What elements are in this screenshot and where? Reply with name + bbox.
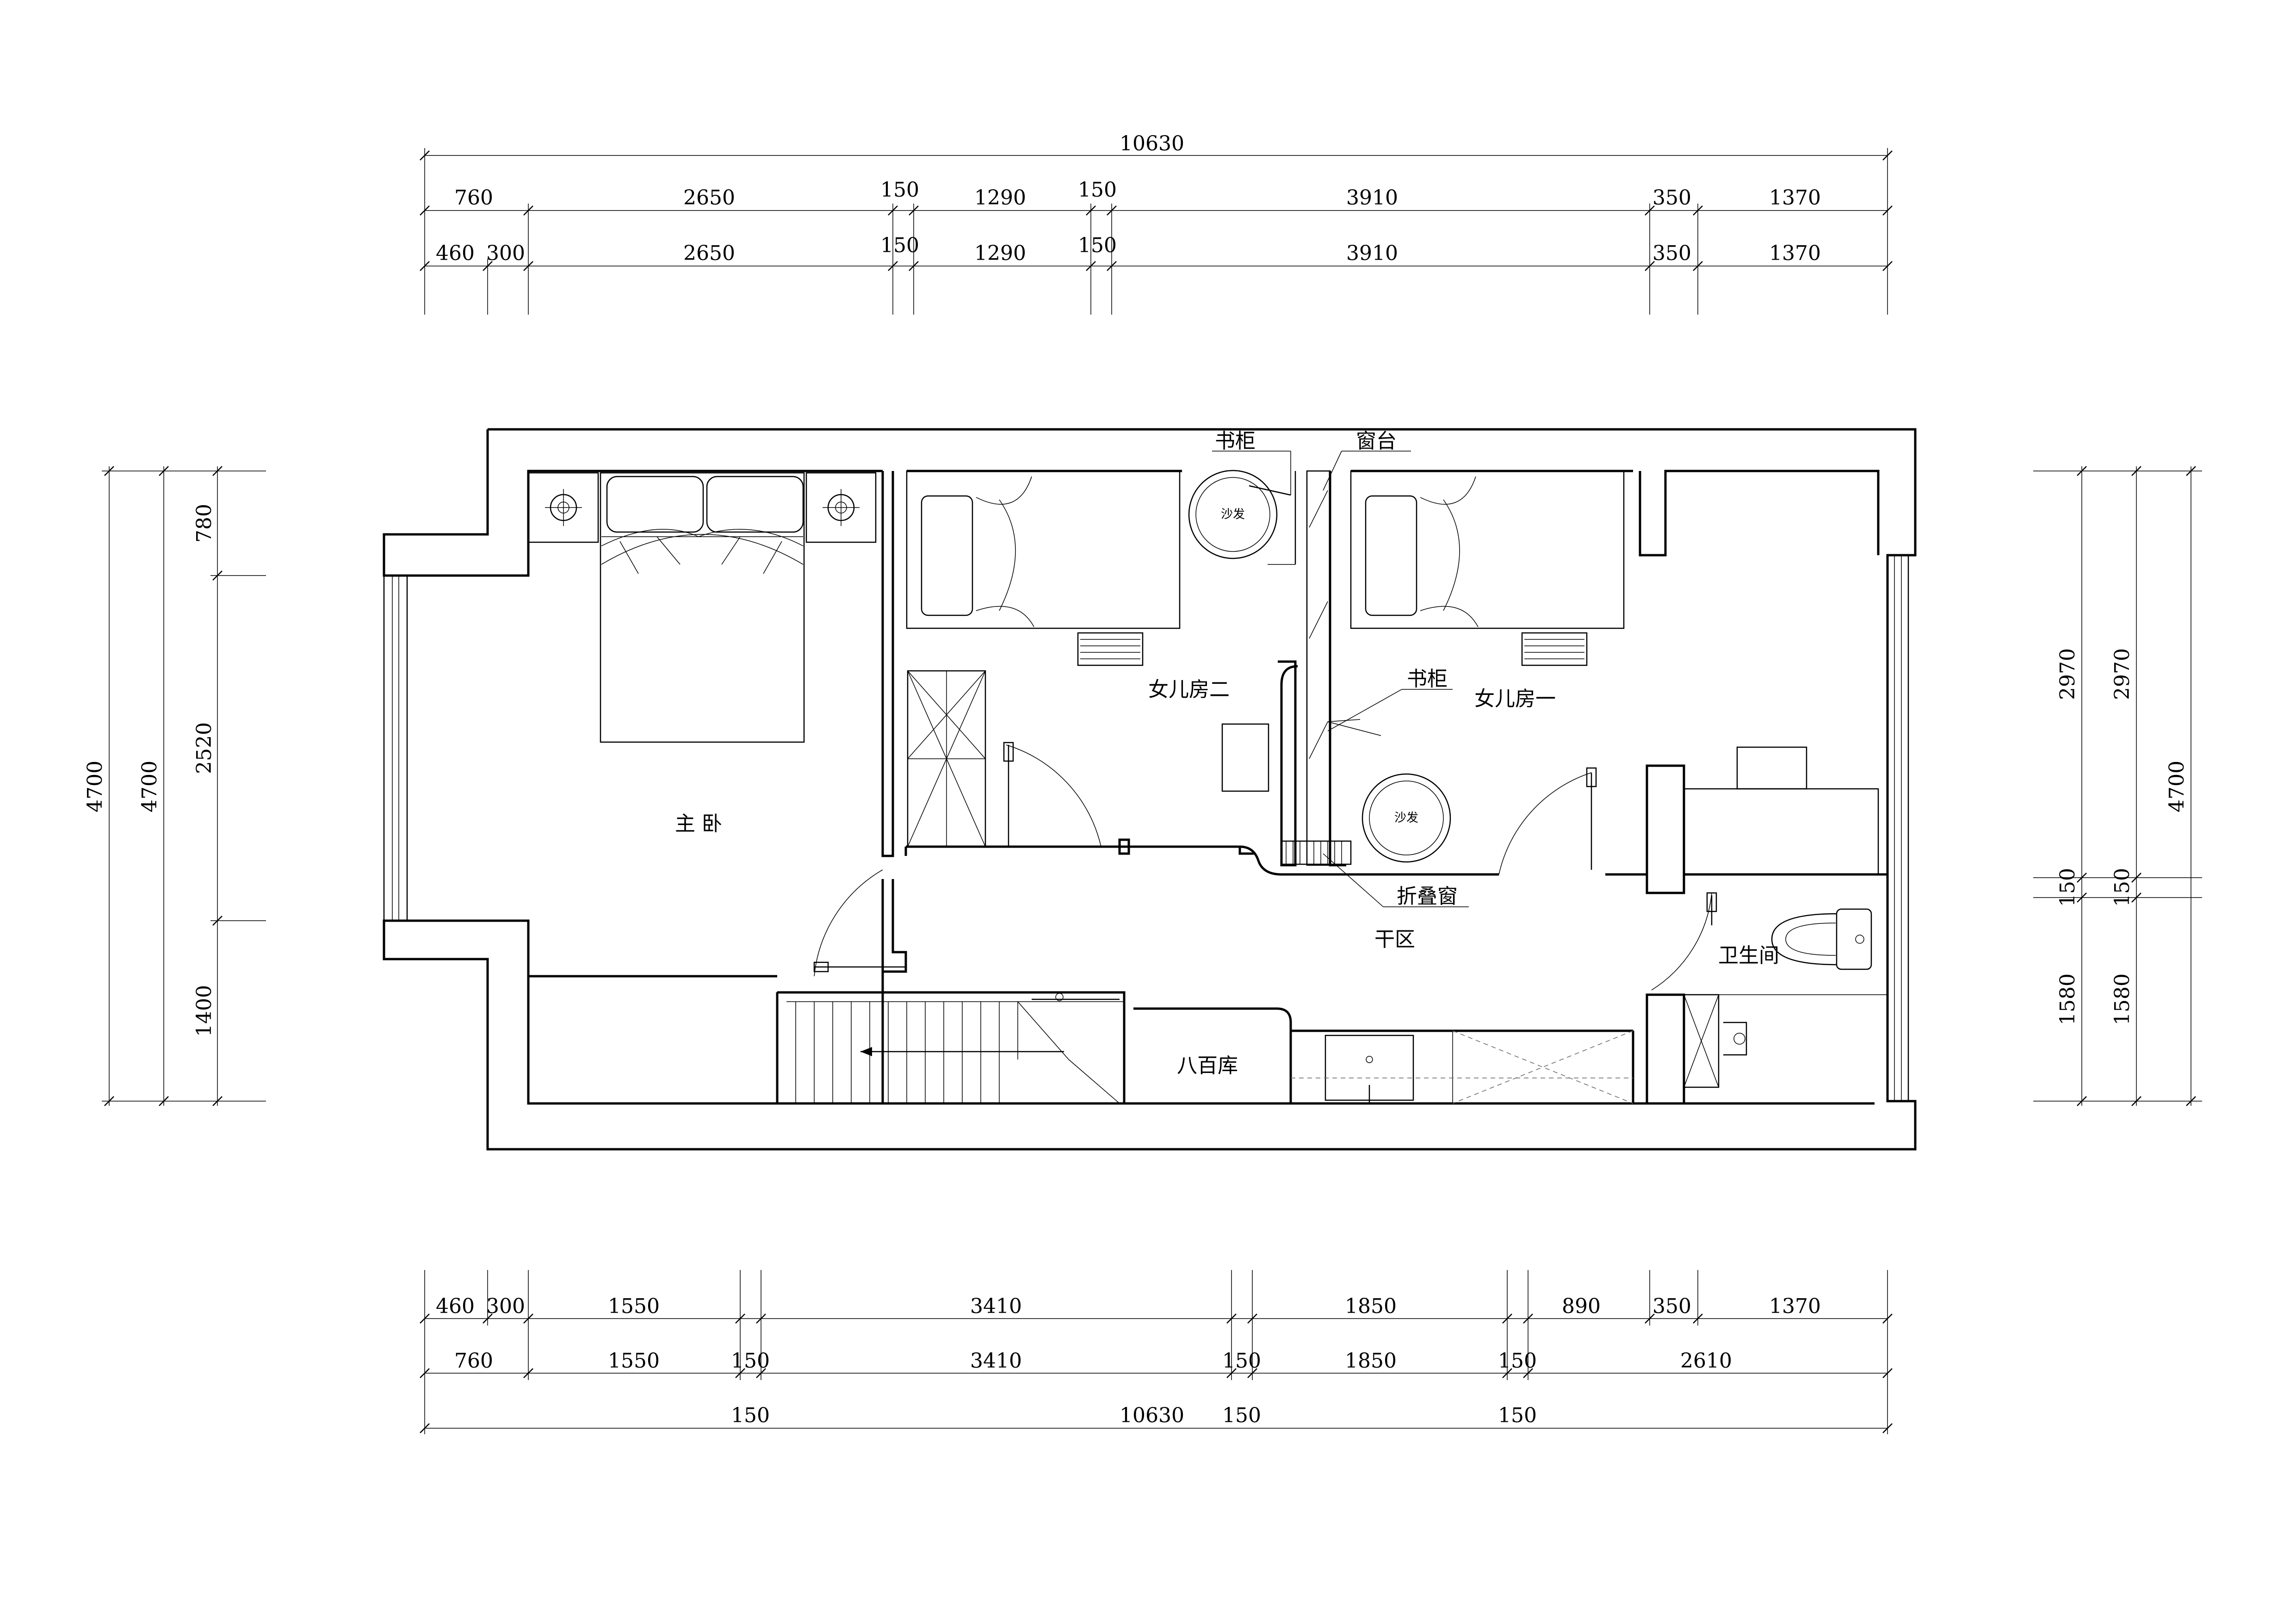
dim-left-part: 2520 <box>192 722 216 774</box>
dim-top-r2: 1290 <box>974 242 1026 265</box>
dim-top-r2: 150 <box>880 234 919 257</box>
dim-bottom-r3: 150 <box>1498 1404 1537 1427</box>
dim-top-r2: 1370 <box>1769 242 1821 265</box>
staircase <box>776 991 1125 1104</box>
dim-top-r1: 1290 <box>974 186 1026 210</box>
dim-left-outer: 4700 <box>83 761 107 812</box>
dim-left-part: 780 <box>192 504 216 543</box>
sofa-label: 沙发 <box>1394 811 1418 825</box>
dry-area-fixtures <box>1290 1030 1634 1104</box>
dim-bottom-r2: 150 <box>731 1349 770 1373</box>
sofa-label: 沙发 <box>1221 508 1245 521</box>
dim-right-inner: 150 <box>2056 868 2079 907</box>
dim-top-r1: 760 <box>454 186 493 210</box>
dim-left-part: 1400 <box>192 985 216 1037</box>
dim-bottom-r3: 150 <box>731 1404 770 1427</box>
dim-bottom-r1: 350 <box>1652 1295 1691 1318</box>
dim-bottom-r1: 1370 <box>1769 1295 1821 1318</box>
dim-top-r1: 350 <box>1652 186 1691 210</box>
dim-bottom-r1: 1550 <box>608 1295 660 1318</box>
note-folding-window: 折叠窗 <box>1397 885 1458 908</box>
dim-top-r2: 460 <box>436 242 475 265</box>
dim-bottom-r2: 3410 <box>970 1349 1022 1373</box>
dim-bottom-r2: 150 <box>1222 1349 1261 1373</box>
doors <box>813 742 1717 1001</box>
dim-bottom-r3: 150 <box>1222 1404 1261 1427</box>
dim-bottom-r1: 1850 <box>1345 1295 1397 1318</box>
daughter-room-1-furniture: 沙发 <box>1281 470 1879 875</box>
dim-top-r2: 2650 <box>683 242 735 265</box>
note-window-sill: 窗台 <box>1356 429 1397 453</box>
dim-bottom-r2: 150 <box>1498 1349 1537 1373</box>
dim-right-inner: 1580 <box>2056 973 2079 1025</box>
master-bed <box>528 472 877 743</box>
dim-top-r1: 150 <box>1078 178 1117 202</box>
room-label-daughter-room-2: 女儿房二 <box>1148 678 1230 701</box>
dim-top-total: 10630 <box>1120 132 1184 155</box>
dim-right-total: 4700 <box>2165 761 2189 812</box>
dim-top-r1: 1370 <box>1769 186 1821 210</box>
left-dimension-chain: 4700 4700 780 2520 1400 <box>83 466 266 1106</box>
dim-top-r1: 3910 <box>1346 186 1398 210</box>
dim-bottom-r2: 1550 <box>608 1349 660 1373</box>
right-dimension-chain: 2970 150 1580 2970 4700 150 1580 4700 <box>2033 466 2202 1106</box>
dim-bottom-r2: 2610 <box>1680 1349 1732 1373</box>
dim-bottom-r1: 300 <box>486 1295 525 1318</box>
note-bookcase-top: 书柜 <box>1215 429 1256 453</box>
daughter-room-2-furniture: 沙发 <box>906 470 1296 848</box>
dim-bottom-total: 10630 <box>1120 1404 1184 1427</box>
dim-right-outer: 150 <box>2110 868 2134 907</box>
dim-right-inner: 2970 <box>2056 648 2079 700</box>
room-label-dry-area: 干区 <box>1374 928 1415 951</box>
dim-top-r1: 2650 <box>683 186 735 210</box>
room-label-bathroom: 卫生间 <box>1718 944 1779 967</box>
annotation-leaders <box>1212 451 1469 907</box>
dim-top-r2: 3910 <box>1346 242 1398 265</box>
dim-bottom-r2: 1850 <box>1345 1349 1397 1373</box>
top-dimension-chain: 10630 760 2650 150 1290 150 3910 350 137… <box>420 132 1893 315</box>
bathroom-fixtures <box>1683 908 1888 1088</box>
dim-top-r2: 350 <box>1652 242 1691 265</box>
room-label-storage: 八百库 <box>1177 1054 1238 1078</box>
dim-bottom-r1: 3410 <box>970 1295 1022 1318</box>
dim-bottom-r2: 760 <box>454 1349 493 1373</box>
note-bookcase-mid: 书柜 <box>1407 667 1448 691</box>
bottom-dimension-chain: 460 300 1550 3410 1850 890 350 1370 760 … <box>420 1270 1893 1434</box>
dim-right-outer: 1580 <box>2110 973 2134 1025</box>
dim-right-outer: 2970 <box>2110 648 2134 700</box>
dim-bottom-r1: 460 <box>436 1295 475 1318</box>
dim-left-inner: 4700 <box>138 761 161 812</box>
dim-top-r2: 150 <box>1078 234 1117 257</box>
dim-top-r2: 300 <box>486 242 525 265</box>
room-label-daughter-room-1: 女儿房一 <box>1474 687 1556 711</box>
dim-bottom-r1: 890 <box>1562 1295 1601 1318</box>
dim-top-r1: 150 <box>880 178 919 202</box>
room-label-master-bedroom: 主 卧 <box>675 812 722 836</box>
